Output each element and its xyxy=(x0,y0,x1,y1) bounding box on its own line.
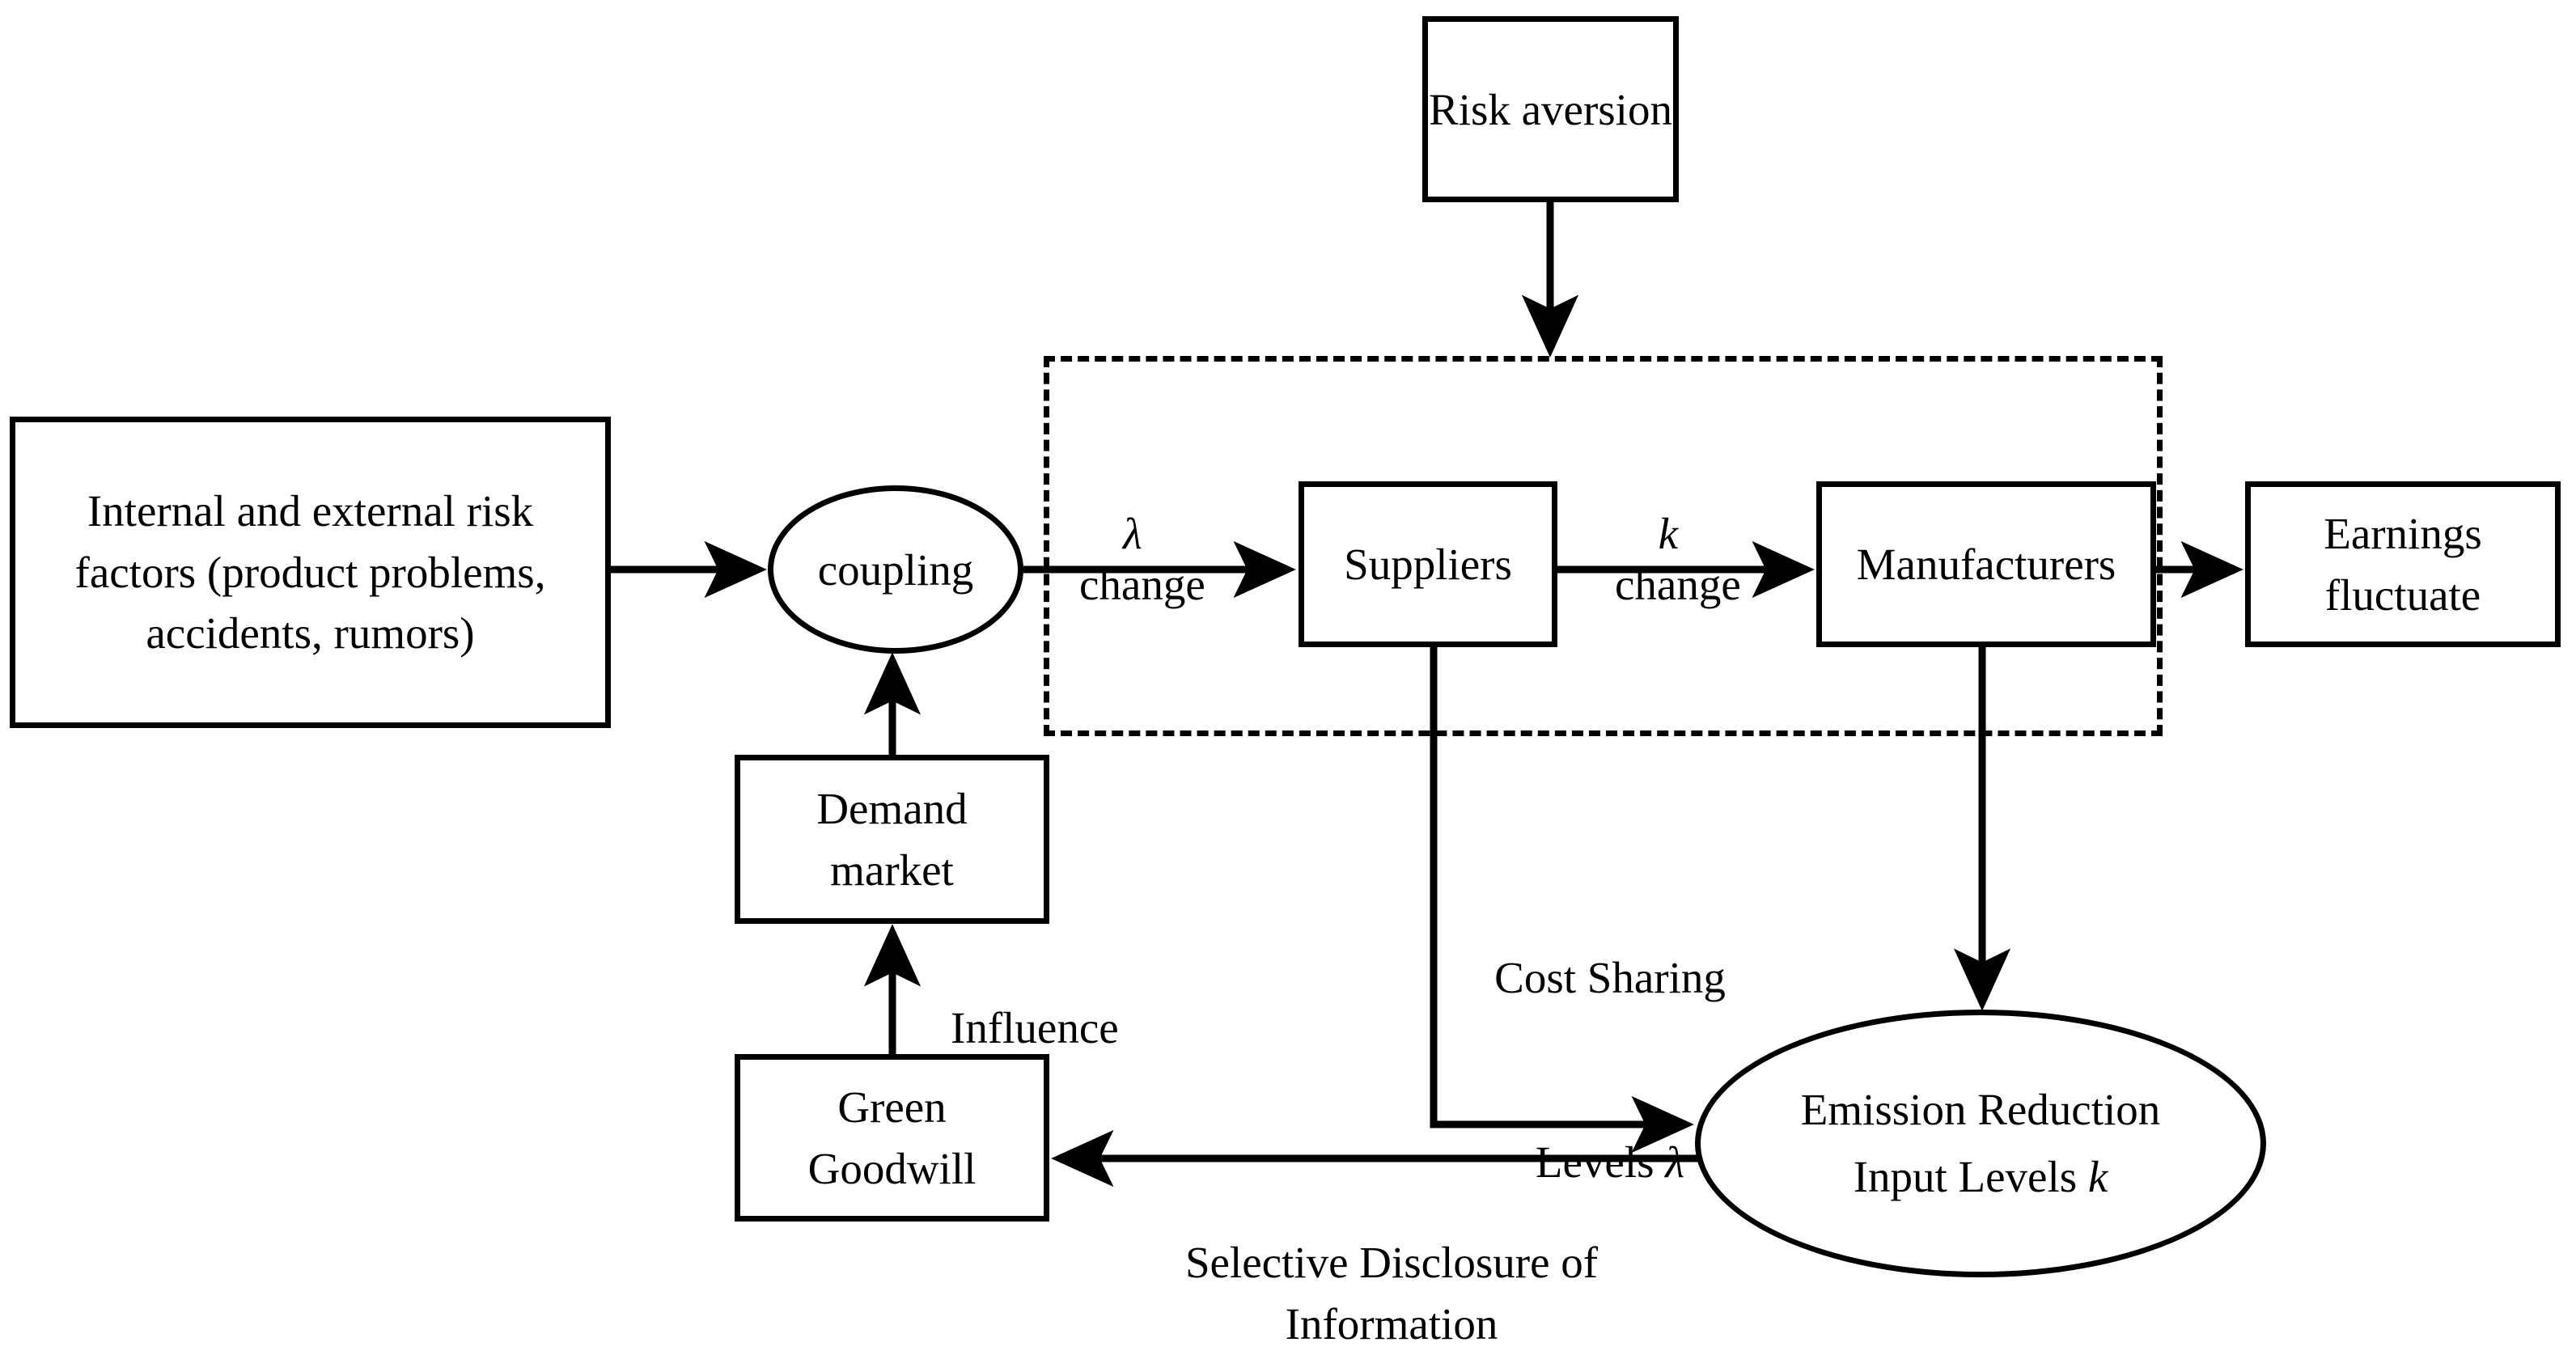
lambda-symbol: λ xyxy=(1122,509,1142,558)
edge-label-cost-sharing: Cost Sharing Levels λ xyxy=(1472,886,1748,1254)
emission-levels-text: Input Levels xyxy=(1853,1151,2088,1201)
node-emission-reduction-line1: Emission Reduction xyxy=(1800,1085,2161,1134)
cost-sharing-line1: Cost Sharing xyxy=(1494,952,1726,1002)
supply-chain-dashed-boundary xyxy=(1044,356,2163,736)
edge-label-influence: Influence xyxy=(951,951,1119,1053)
node-risk-factors[interactable]: Internal and external risk factors (prod… xyxy=(10,417,611,728)
diagram-canvas: Internal and external risk factors (prod… xyxy=(10,16,2561,1349)
connector-layer xyxy=(611,202,2243,1188)
k-symbol: k xyxy=(1658,509,1679,558)
k-change-text: change xyxy=(1615,560,1741,609)
node-manufacturers[interactable]: Manufacturers xyxy=(1816,481,2156,647)
cost-sharing-line2: Levels λ xyxy=(1472,1070,1748,1193)
edge-label-lambda-change: λ change xyxy=(1060,457,1205,610)
selective-disclosure-text: Selective Disclosure of Information xyxy=(1184,1237,1599,1349)
node-suppliers[interactable]: Suppliers xyxy=(1299,481,1557,647)
node-demand-market-label: Demand market xyxy=(816,783,968,895)
node-manufacturers-label: Manufacturers xyxy=(1856,540,2116,589)
node-suppliers-label: Suppliers xyxy=(1344,540,1512,589)
lambda-change-text: change xyxy=(1079,560,1205,609)
cost-sharing-levels-text: Levels xyxy=(1535,1137,1666,1187)
cost-sharing-lambda-symbol: λ xyxy=(1665,1137,1685,1187)
node-demand-market[interactable]: Demand market xyxy=(735,755,1049,924)
node-coupling-label: coupling xyxy=(817,544,974,595)
node-earnings-fluctuate[interactable]: Earnings fluctuate xyxy=(2245,481,2561,647)
node-earnings-fluctuate-label: Earnings fluctuate xyxy=(2324,508,2482,620)
node-coupling[interactable]: coupling xyxy=(768,485,1023,654)
node-risk-aversion-label: Risk aversion xyxy=(1429,84,1672,134)
node-risk-aversion[interactable]: Risk aversion xyxy=(1422,16,1679,202)
node-risk-factors-label: Internal and external risk factors (prod… xyxy=(74,485,546,658)
edge-label-k-change: k change xyxy=(1595,457,1741,610)
node-emission-reduction[interactable]: Emission Reduction Input Levels k xyxy=(1695,1010,2266,1277)
node-green-goodwill[interactable]: Green Goodwill xyxy=(735,1054,1049,1222)
emission-k-symbol: k xyxy=(2087,1151,2108,1201)
edge-label-selective-disclosure: Selective Disclosure of Information xyxy=(1116,1171,1667,1355)
edge-suppliers-to-emission xyxy=(1430,647,1694,1154)
influence-text: Influence xyxy=(951,1003,1119,1052)
node-emission-reduction-line2: Input Levels k xyxy=(1854,1144,2108,1211)
node-green-goodwill-label: Green Goodwill xyxy=(807,1082,977,1193)
